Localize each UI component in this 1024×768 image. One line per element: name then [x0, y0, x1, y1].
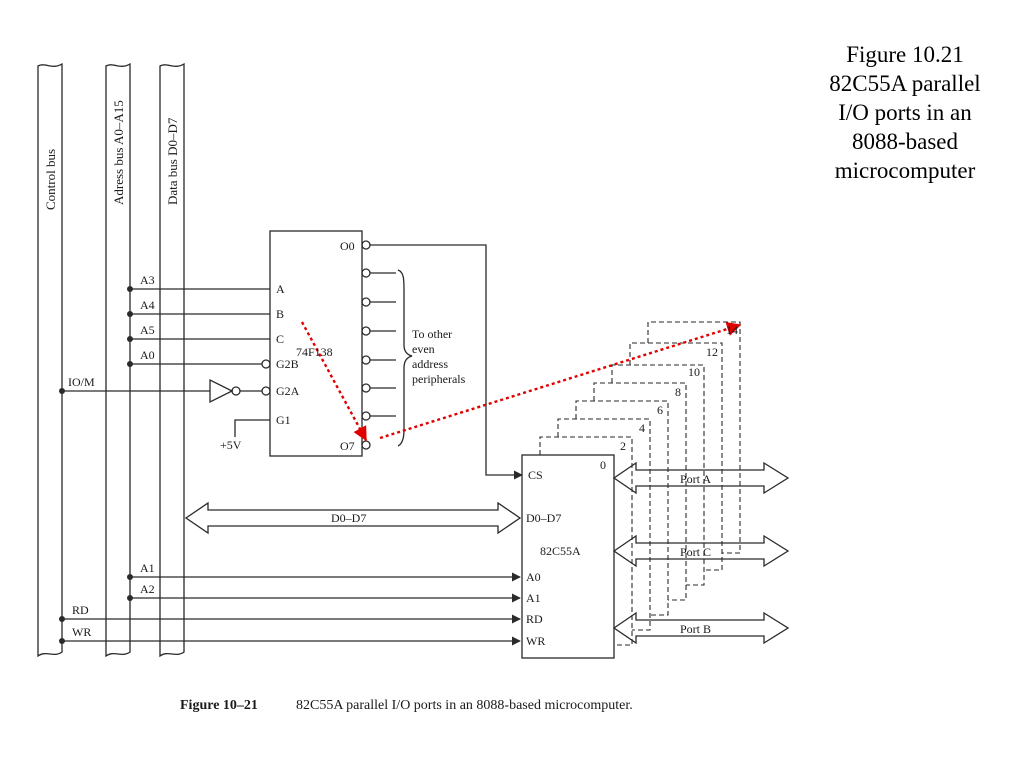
port-c-arrow — [612, 534, 790, 568]
figure-caption-label: Figure 10–21 — [180, 698, 258, 713]
annotation-arrow — [300, 321, 368, 442]
addr-label-a3: A3 — [140, 273, 155, 287]
port-a-arrow — [612, 461, 790, 495]
slide-caption-line: Figure 10.21 — [846, 42, 964, 67]
figure-caption-text: 82C55A parallel I/O ports in an 8088-bas… — [296, 698, 633, 713]
port-b-label: Port B — [680, 622, 711, 636]
decoder-g2b: G2B — [276, 357, 299, 371]
decoder-g1: G1 — [276, 413, 291, 427]
decoder-in-a: A — [276, 282, 285, 296]
data-bus — [159, 62, 185, 658]
stack-number: 12 — [706, 345, 718, 359]
decoder-74f138 — [269, 230, 363, 457]
ppi-rd: RD — [526, 612, 543, 626]
ppi-a0: A0 — [526, 570, 541, 584]
stack-number: 10 — [688, 365, 700, 379]
stack-number: 4 — [639, 421, 645, 435]
ppi-part: 82C55A — [540, 544, 581, 558]
slide-caption-line: I/O ports in an — [838, 100, 972, 125]
ppi-d: D0–D7 — [526, 511, 561, 525]
stack-number: 8 — [675, 385, 681, 399]
address-bus — [105, 62, 131, 658]
stacked-ppi-outlines — [539, 321, 741, 646]
decoder-o0: O0 — [340, 239, 355, 253]
port-c-label: Port C — [680, 545, 711, 559]
decoder-note: even — [412, 342, 435, 356]
control-bus-label: Control bus — [43, 149, 58, 210]
slide-caption-line: microcomputer — [834, 158, 976, 183]
decoder-in-c: C — [276, 332, 284, 346]
decoder-g2a: G2A — [276, 384, 300, 398]
decoder-note: address — [412, 357, 448, 371]
decoder-note: To other — [412, 327, 452, 341]
wr-label: WR — [72, 625, 91, 639]
data-bus-arrow — [184, 501, 522, 535]
stack-number: 2 — [620, 439, 626, 453]
slide-caption: Figure 10.21 82C55A parallel I/O ports i… — [795, 40, 1015, 185]
port-b-arrow — [612, 611, 790, 645]
slide-caption-line: 82C55A parallel — [829, 71, 981, 96]
addr-label-a1: A1 — [140, 561, 155, 575]
decoder-note: peripherals — [412, 372, 466, 386]
address-bus-label: Adress bus A0–A15 — [111, 100, 126, 205]
vcc-label: +5V — [220, 438, 242, 452]
ppi-zero: 0 — [600, 458, 606, 472]
annotation-arrow — [379, 322, 742, 440]
control-bus — [37, 62, 63, 658]
addr-label-a0: A0 — [140, 348, 155, 362]
rd-label: RD — [72, 603, 89, 617]
data-arrow-label: D0–D7 — [331, 511, 366, 525]
addr-label-a4: A4 — [140, 298, 155, 312]
stack-number: 6 — [657, 403, 663, 417]
slide-caption-line: 8088-based — [851, 129, 959, 154]
ppi-wr: WR — [526, 634, 545, 648]
data-bus-label: Data bus D0–D7 — [165, 117, 180, 205]
stack-number: 14 — [726, 323, 738, 337]
decoder-part: 74F138 — [296, 345, 333, 359]
iom-label: IO/M — [68, 375, 95, 389]
addr-label-a2: A2 — [140, 582, 155, 596]
ppi-a1: A1 — [526, 591, 541, 605]
decoder-in-b: B — [276, 307, 284, 321]
ppi-82c55a — [521, 454, 615, 659]
port-a-label: Port A — [680, 472, 711, 486]
addr-label-a5: A5 — [140, 323, 155, 337]
ppi-cs: CS — [528, 468, 543, 482]
decoder-o7: O7 — [340, 439, 355, 453]
